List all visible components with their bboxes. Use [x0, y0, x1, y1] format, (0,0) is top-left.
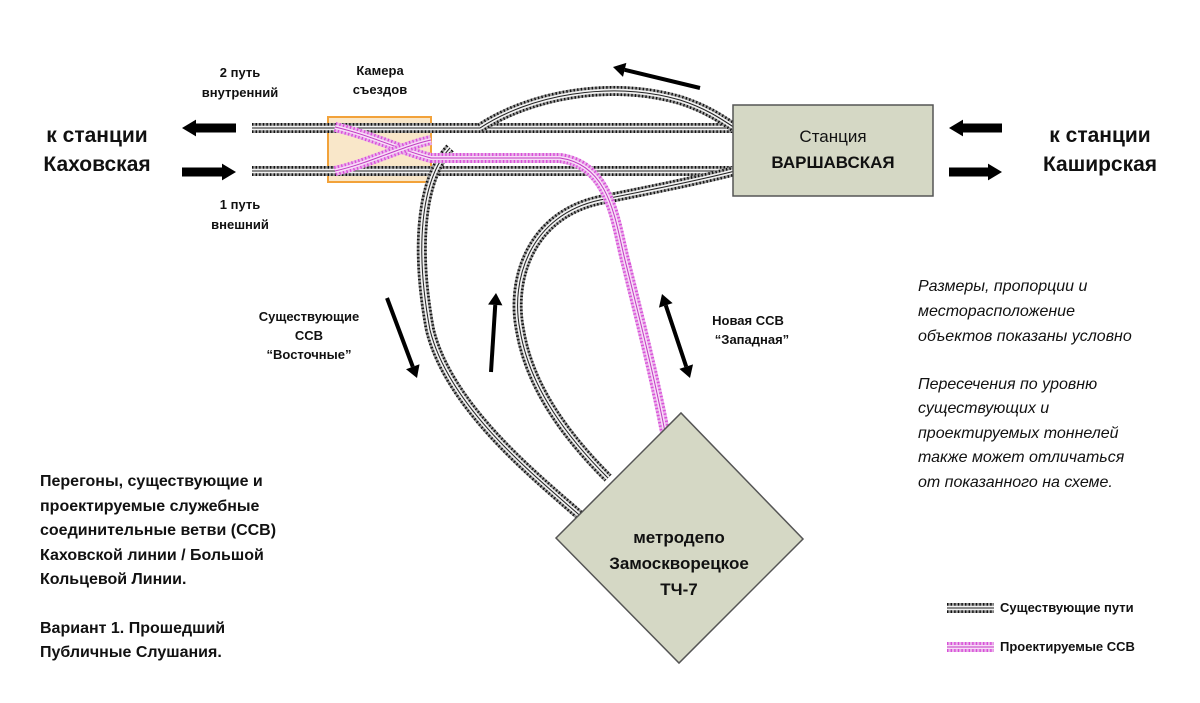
track2-label-line1: 2 путь: [220, 65, 260, 80]
caption-title-line3: соединительные ветви (ССВ): [40, 522, 276, 539]
note2-line3: проектируемых тоннелей: [918, 425, 1119, 442]
new-link-label-line2: “Западная”: [715, 332, 789, 347]
station-label-line2: ВАРШАВСКАЯ: [771, 153, 894, 172]
direction-arrows: [182, 62, 1002, 378]
arrow-down-icon: [385, 297, 420, 378]
proposed-crossover: [333, 135, 433, 176]
existing-link-east-1: [416, 144, 589, 524]
arrow-up-icon: [488, 293, 503, 373]
arrow-left-icon: [182, 119, 236, 137]
caption-title-line5: Кольцевой Линии.: [40, 571, 186, 588]
existing-link-top-loop: [477, 86, 738, 133]
note2-line4: также может отличаться: [918, 449, 1125, 466]
existing-links-label-line2: ССВ: [295, 328, 323, 343]
proposed-track-west: [333, 122, 670, 433]
arrow-left-icon: [613, 62, 701, 90]
arrow-right-icon: [949, 163, 1002, 181]
new-link-label-line1: Новая ССВ: [712, 313, 784, 328]
station-label-line1: Станция: [799, 127, 866, 146]
right-destination-line2: Каширская: [1043, 153, 1157, 176]
depot-label-line1: метродепо: [633, 528, 725, 547]
right-destination-line1: к станции: [1049, 124, 1150, 147]
caption-title-line2: проектируемые служебные: [40, 498, 260, 515]
existing-links-label-line3: “Восточные”: [267, 347, 352, 362]
chamber-label-line1: Камера: [356, 63, 404, 78]
note2-line2: существующих и: [918, 400, 1049, 417]
caption-variant-line2: Публичные Слушания.: [40, 644, 222, 661]
left-destination-line1: к станции: [46, 124, 147, 147]
note1-line2: месторасположение: [918, 303, 1075, 320]
depot-label-line3: ТЧ-7: [660, 580, 697, 599]
existing-links-label-line1: Существующие: [259, 309, 359, 324]
left-destination-line2: Каховская: [43, 153, 150, 176]
proposed-tracks: [333, 122, 670, 433]
caption-title-line1: Перегоны, существующие и: [40, 473, 263, 490]
legend-proposed-label: Проектируемые ССВ: [1000, 639, 1135, 654]
caption-variant-line1: Вариант 1. Прошедший: [40, 620, 225, 637]
caption-title-line4: Каховской линии / Большой: [40, 547, 264, 564]
double-arrow-icon: [658, 294, 694, 378]
note1-line3: объектов показаны условно: [918, 328, 1132, 345]
track1-label-line1: 1 путь: [220, 197, 260, 212]
depot-box: [554, 411, 805, 665]
arrow-right-icon: [182, 163, 236, 181]
note2-line1: Пересечения по уровню: [918, 376, 1097, 393]
track1-label-line2: внешний: [211, 217, 269, 232]
note2-line5: от показанного на схеме.: [918, 474, 1113, 491]
existing-link-east-2: [512, 166, 737, 482]
depot-label-line2: Замоскворецкое: [609, 554, 749, 573]
arrow-left-icon: [949, 119, 1002, 137]
station-box: [732, 104, 934, 197]
existing-tracks: [252, 86, 745, 524]
legend-existing-label: Существующие пути: [1000, 600, 1134, 615]
note1-line1: Размеры, пропорции и: [918, 278, 1088, 295]
chamber-label-line2: съездов: [353, 82, 407, 97]
track2-label-line2: внутренний: [202, 85, 278, 100]
